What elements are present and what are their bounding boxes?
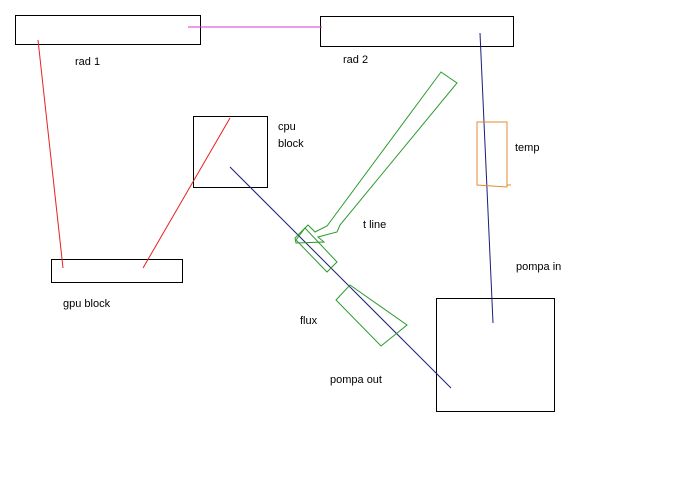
rad1-box [15,15,201,45]
gpu-block-label: gpu block [63,298,111,310]
cpu-block-label-line2: block [278,138,304,150]
t-line-outline [294,71,458,244]
pompa-in-label: pompa in [516,261,561,273]
cpu-block-box [193,116,268,188]
tube-cpu-pump [229,166,452,389]
flux-label: flux [300,315,318,327]
rad2-label: rad 2 [343,54,368,66]
t-line-label: t line [363,219,386,231]
temp-sensor-outline [476,121,508,188]
t-junction-outline [295,227,338,273]
pompa-out-label: pompa out [330,374,382,386]
pump-box [436,298,555,412]
rad2-box [320,16,514,47]
tube-rad2-pump [479,32,494,324]
gpu-block-box [51,259,183,283]
tube-gpu-cpu [142,117,231,269]
tube-rad1-gpu [37,39,64,269]
cpu-block-label-line1: cpu [278,121,296,133]
temp-label: temp [515,142,539,154]
flux-meter-outline [335,284,408,347]
rad1-label: rad 1 [75,56,100,68]
